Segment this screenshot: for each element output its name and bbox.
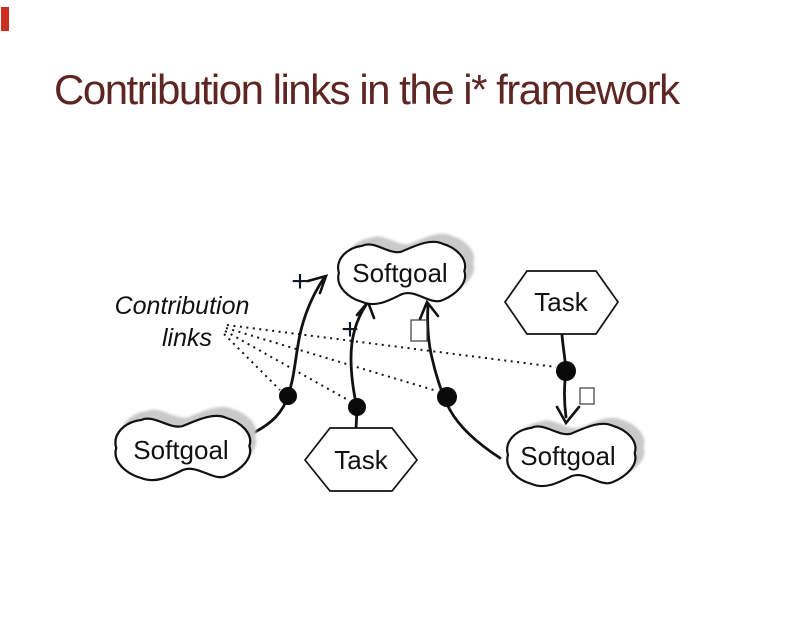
link-curve-middle (349, 303, 368, 431)
contribution-plus-lower: + (341, 313, 359, 346)
link-dot (437, 387, 457, 407)
node-label: Softgoal (352, 258, 447, 288)
link-curve-left (249, 276, 326, 436)
node-task-bottom: Task (303, 427, 419, 492)
node-softgoal-top: Softgoal (337, 233, 475, 306)
dotted-pointer-line (225, 327, 438, 392)
node-label: Task (534, 287, 588, 317)
dotted-pointer-line (223, 333, 281, 391)
link-dot (348, 398, 366, 416)
link-dots (279, 361, 576, 416)
legend-pointer-lines (223, 324, 557, 401)
contribution-plus-upper: + (291, 265, 309, 298)
legend-line1: Contribution (115, 292, 250, 320)
arrowhead-left (306, 274, 329, 295)
node-label: Softgoal (133, 435, 228, 465)
link-dot (556, 361, 576, 381)
missing-glyph-box (410, 319, 428, 342)
node-task-top-right: Task (503, 270, 620, 335)
task-shape (303, 427, 419, 492)
link-dot (279, 387, 297, 405)
accent-bar (1, 7, 9, 31)
node-label: Softgoal (520, 441, 615, 471)
node-softgoal-bottom-left: Softgoal (114, 406, 257, 482)
task-shape (503, 270, 620, 335)
arrowhead-down (555, 405, 581, 426)
arrowhead-right (418, 299, 440, 321)
link-curve-right (426, 304, 502, 460)
missing-glyph-box (579, 387, 595, 405)
dotted-pointer-line (224, 330, 349, 401)
legend-label: Contribution links (115, 292, 250, 352)
page-title: Contribution links in the i* framework (54, 66, 681, 113)
node-softgoal-bottom-right: Softgoal (506, 417, 645, 488)
legend-line2: links (162, 324, 212, 352)
node-label: Task (334, 445, 388, 475)
